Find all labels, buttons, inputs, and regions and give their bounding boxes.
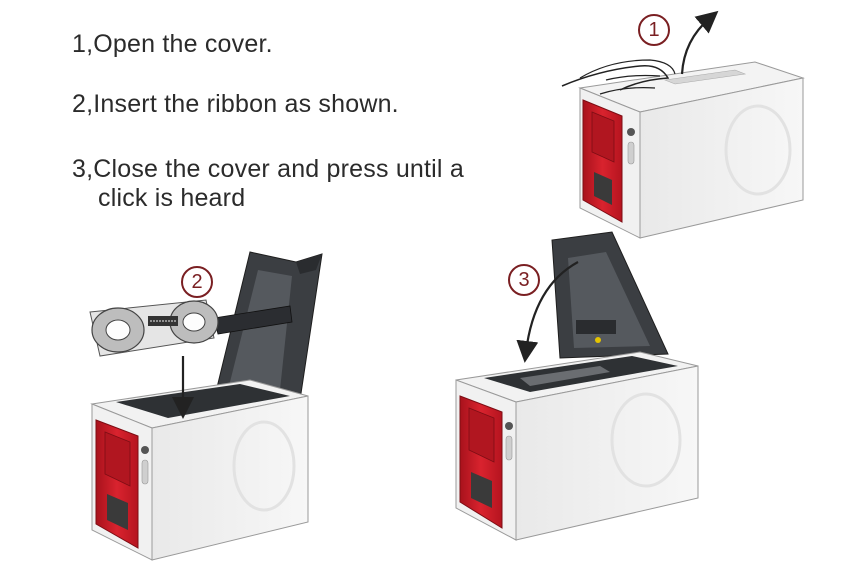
step-3-text: 3,Close the cover and press until a xyxy=(72,155,464,183)
step-3-text-continued: click is heard xyxy=(98,184,246,212)
step-marker-3: 3 xyxy=(508,264,540,296)
printer-step-3 xyxy=(455,231,699,541)
step-marker-2: 2 xyxy=(181,266,213,298)
step-marker-1: 1 xyxy=(638,14,670,46)
step-2-text: 2,Insert the ribbon as shown. xyxy=(72,90,399,118)
ribbon-cartridge xyxy=(89,299,219,357)
printer-step-2 xyxy=(89,251,323,561)
step-1-text: 1,Open the cover. xyxy=(72,30,273,58)
printer-step-1 xyxy=(561,10,805,239)
